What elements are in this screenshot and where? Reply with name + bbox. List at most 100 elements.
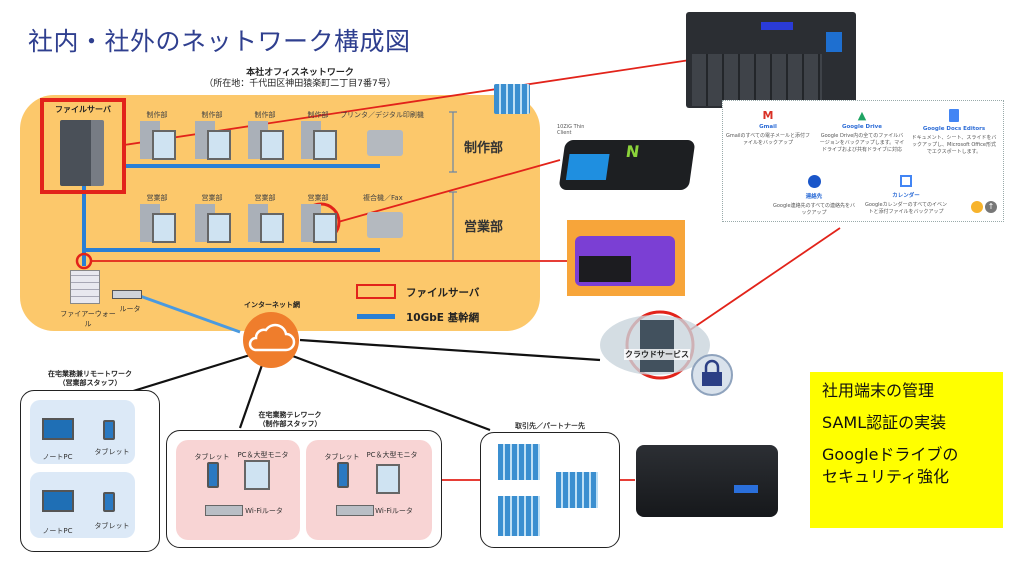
office-building-icon: [494, 84, 530, 114]
file-server-label: ファイルサーバ: [55, 105, 111, 114]
service-contacts: 連絡先 Google連絡先のすべての連絡先をバックアップ: [771, 175, 857, 216]
cloud-icon: [248, 323, 296, 352]
dept-brackets: [449, 111, 457, 260]
usb-ports: [734, 485, 758, 493]
dept-label-production: 制作部: [464, 141, 504, 156]
thin-client-logo: N: [624, 142, 641, 161]
laptop-label: ノートPC: [42, 527, 73, 535]
monitor-icon: [260, 213, 284, 243]
sales-pc-label: 営業部: [307, 194, 329, 202]
laptop-label: ノートPC: [42, 453, 73, 461]
partner-building-icon: [498, 444, 540, 480]
internet-links: [129, 338, 601, 432]
scroll-top-icon[interactable]: ↑: [985, 201, 997, 213]
service-google-drive: ▲ Google Drive Google Drive内の全てのファイルバージョ…: [819, 109, 905, 153]
tablet-icon: [337, 462, 349, 488]
router-icon: [112, 290, 142, 299]
ethernet-ports: [579, 256, 631, 282]
partner-building-icon: [556, 472, 598, 508]
note-saml: SAML認証の実装: [822, 413, 947, 432]
nas-device-image: [686, 12, 856, 108]
google-drive-icon: ▲: [857, 109, 867, 122]
pc-monitor-label: PC＆大型モニタ: [366, 451, 418, 459]
legend-file-server-swatch: [356, 284, 396, 299]
page-title: 社内・社外のネットワーク構成図: [28, 27, 411, 56]
lock-icon: [702, 372, 722, 386]
office-address: （所在地：千代田区神田猿楽町二丁目7番7号）: [204, 79, 396, 89]
router-internet-link: [139, 294, 241, 334]
nas-lcd-display: [761, 22, 793, 30]
tablet-label: タブレット: [94, 448, 130, 456]
chromebox-image: [636, 445, 778, 517]
telework-subtitle: （制作部スタッフ）: [258, 420, 322, 428]
callout-thin-client: [337, 159, 561, 223]
wifi-router-icon: [336, 505, 374, 516]
tablet-label: タブレット: [194, 453, 230, 461]
production-pc-label: 制作部: [146, 111, 168, 119]
callout-cloud: [689, 227, 841, 331]
office-name: 本社オフィスネットワーク: [246, 68, 354, 78]
tablet-label: タブレット: [324, 453, 360, 461]
calendar-icon: [900, 175, 912, 187]
monitor-icon: [244, 460, 270, 490]
laptop-icon: [42, 418, 74, 440]
office-header: 本社オフィスネットワーク （所在地：千代田区神田猿楽町二丁目7番7号）: [150, 68, 450, 90]
nas-drive-bays: [692, 54, 822, 106]
user-avatar-icon[interactable]: [971, 201, 983, 213]
monitor-icon: [260, 130, 284, 160]
google-docs-icon: [949, 109, 959, 122]
note-drive-security-1: Googleドライブの: [822, 445, 959, 464]
monitor-icon: [152, 213, 176, 243]
file-server-icon[interactable]: [60, 120, 104, 186]
wifi-router-label: Wi-Fiルータ: [245, 507, 283, 515]
gmail-icon: M: [762, 109, 774, 122]
purple-device-body: [575, 236, 675, 286]
service-google-docs: Google Docs Editors ドキュメント、シート、スライドをバックア…: [911, 109, 997, 155]
service-gmail: M Gmail Gmailのすべての電子メールと添付ファイルをバックアップ: [725, 109, 811, 146]
sales-pc-label: 営業部: [254, 194, 276, 202]
cloud-server-icon: [640, 320, 674, 372]
legend-backbone-label: 10GbE 基幹網: [406, 312, 480, 324]
purple-device-image: [567, 220, 685, 296]
telework-unit: [176, 440, 300, 540]
google-workspace-backup-panel: M Gmail Gmailのすべての電子メールと添付ファイルをバックアップ ▲ …: [722, 100, 1004, 222]
service-calendar: カレンダー Googleカレンダーのすべてのイベントと添付ファイルをバックアップ: [863, 175, 949, 215]
mfp-icon: [367, 212, 403, 238]
note-drive-security-2: セキュリティ強化: [822, 467, 950, 486]
remote-sales-title: 在宅業務兼リモートワーク: [48, 370, 132, 378]
thin-client-caption: 10ZiG Thin Client: [557, 124, 585, 136]
internet-label: インターネット網: [244, 301, 300, 309]
production-pc-label: 制作部: [254, 111, 276, 119]
tablet-label: タブレット: [94, 522, 130, 530]
wifi-router-icon: [205, 505, 243, 516]
mfp-label: 複合機／Fax: [363, 194, 403, 202]
thin-client-blue-panel: [565, 154, 610, 180]
nas-badge: [826, 32, 842, 52]
remote-sales-header: 在宅業務兼リモートワーク （営業部スタッフ）: [20, 370, 160, 388]
legend-backbone-swatch: [357, 314, 395, 319]
pc-monitor-label: PC＆大型モニタ: [237, 451, 289, 459]
tablet-icon: [103, 492, 115, 512]
internet-node: [243, 312, 299, 368]
telework-unit: [306, 440, 432, 540]
telework-title: 在宅業務テレワーク: [258, 411, 322, 419]
monitor-icon: [313, 213, 337, 243]
partner-building-icon: [498, 496, 540, 536]
file-server-highlight-box: [40, 98, 126, 194]
wifi-router-label: Wi-Fiルータ: [375, 507, 413, 515]
monitor-icon: [152, 130, 176, 160]
dept-label-sales: 営業部: [464, 220, 504, 235]
highlight-notes: 社用端末の管理 SAML認証の実装 Googleドライブの セキュリティ強化: [810, 372, 1003, 528]
telework-header: 在宅業務テレワーク （制作部スタッフ）: [230, 411, 350, 429]
sales-pc-label: 営業部: [146, 194, 168, 202]
backbone-lines: [82, 164, 380, 334]
thin-client-image: N: [558, 140, 696, 190]
cloud-service-node: [600, 315, 733, 396]
legend-file-server-label: ファイルサーバ: [406, 287, 480, 299]
printer-icon: [367, 130, 403, 156]
note-device-management: 社用端末の管理: [822, 381, 935, 400]
printer-label: プリンタ／デジタル印刷機: [340, 111, 424, 119]
partners-title: 取引先／パートナー先: [515, 422, 585, 430]
production-pc-label: 制作部: [307, 111, 329, 119]
